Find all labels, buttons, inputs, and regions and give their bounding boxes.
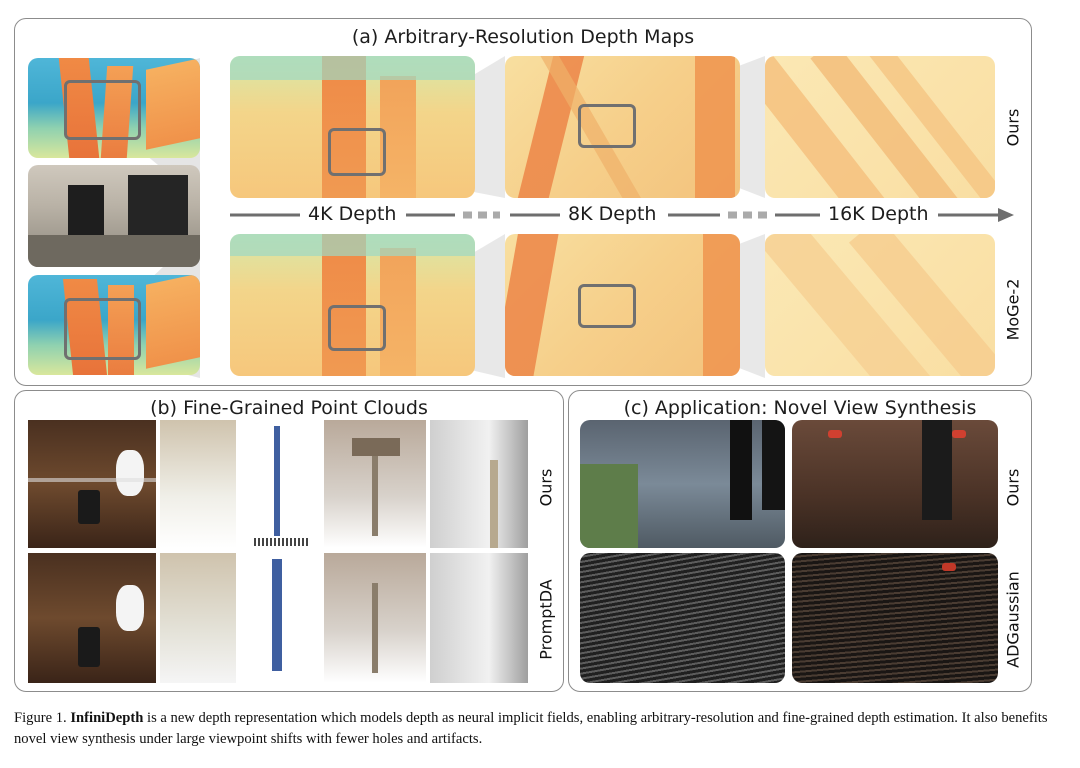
depth-8k-ours [505, 56, 740, 198]
depth-label-4k: 4K Depth [302, 203, 403, 225]
pointcloud-ours-1 [28, 420, 156, 548]
caption-figure-label: Figure 1. [14, 710, 67, 726]
zoom-box-4k-ours [328, 128, 386, 176]
pointcloud-ours-2 [160, 420, 236, 548]
row-label-a-ours: Ours [1003, 108, 1023, 147]
nvs-ours-1 [580, 420, 785, 548]
pointcloud-promptda-3 [240, 553, 320, 683]
pointcloud-ours-4 [324, 420, 426, 548]
depth-16k-ours [765, 56, 995, 198]
zoom-box-thumb-ours [64, 80, 141, 140]
zoom-box-8k-ours [578, 104, 636, 148]
pointcloud-promptda-2 [160, 553, 236, 683]
nvs-adgaussian-2 [792, 553, 998, 683]
row-label-c-ours: Ours [1003, 468, 1023, 507]
row-label-b-ours: Ours [536, 468, 556, 507]
thumbnail-rgb-scene [28, 165, 200, 267]
row-label-c-adgaussian: ADGaussian [1003, 571, 1023, 668]
pointcloud-promptda-1 [28, 553, 156, 683]
thumbnail-depth-ours [28, 58, 200, 158]
panel-c-title: (c) Application: Novel View Synthesis [623, 397, 977, 419]
nvs-adgaussian-1 [580, 553, 785, 683]
depth-label-16k: 16K Depth [822, 203, 935, 225]
depth-label-8k: 8K Depth [562, 203, 663, 225]
zoom-box-4k-moge [328, 305, 386, 351]
zoom-box-thumb-moge [64, 298, 141, 360]
depth-16k-moge [765, 234, 995, 376]
pointcloud-ours-3 [240, 420, 320, 548]
row-label-a-moge: MoGe-2 [1003, 278, 1023, 341]
nvs-ours-2 [792, 420, 998, 548]
figure-caption: Figure 1. InfiniDepth is a new depth rep… [14, 708, 1064, 750]
caption-method-name: InfiniDepth [70, 710, 144, 726]
depth-8k-moge [505, 234, 740, 376]
pointcloud-ours-5 [430, 420, 528, 548]
pointcloud-promptda-4 [324, 553, 426, 683]
zoom-box-8k-moge [578, 284, 636, 328]
row-label-b-promptda: PromptDA [536, 579, 556, 660]
pointcloud-promptda-5 [430, 553, 528, 683]
panel-a-title: (a) Arbitrary-Resolution Depth Maps [351, 26, 695, 48]
caption-text: is a new depth representation which mode… [14, 710, 1048, 747]
panel-b-title: (b) Fine-Grained Point Clouds [150, 397, 428, 419]
